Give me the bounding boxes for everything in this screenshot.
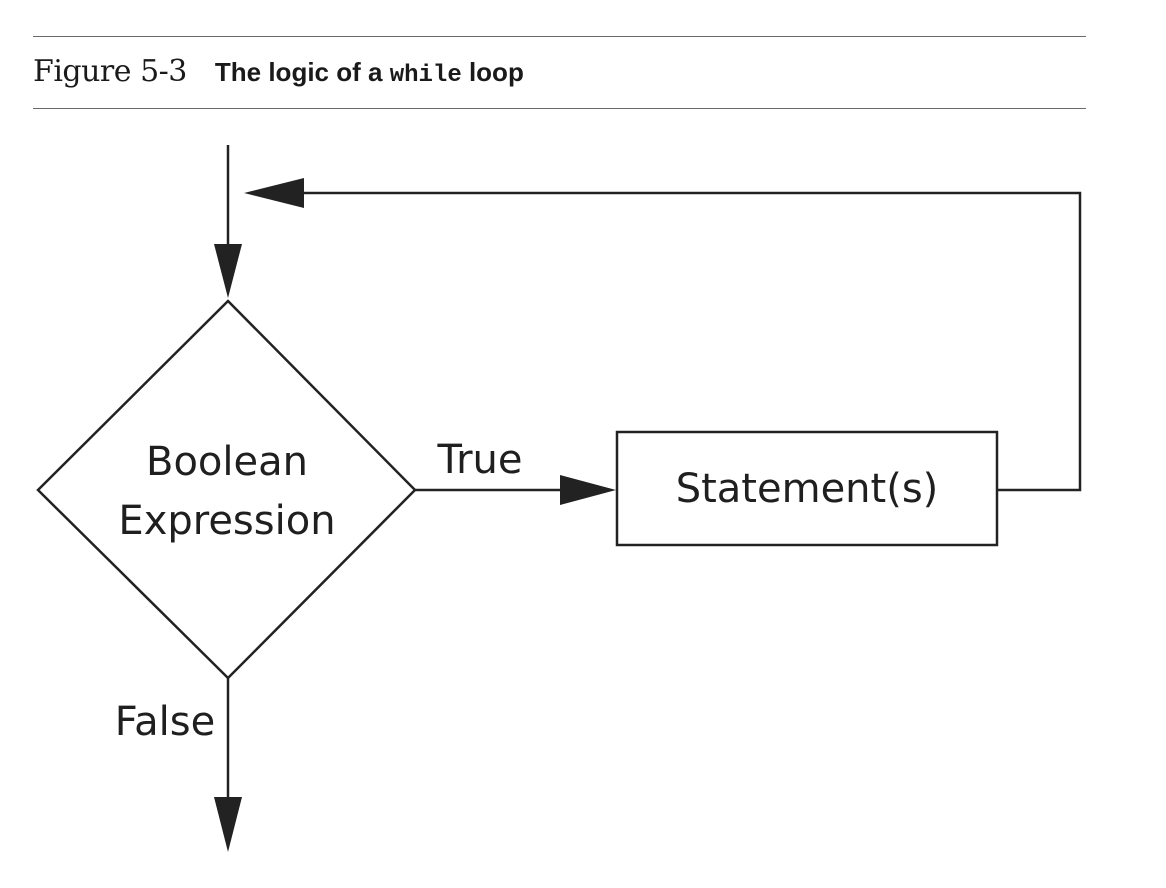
false-label: False — [115, 699, 215, 745]
statement-label: Statement(s) — [676, 466, 939, 512]
figure-number: Figure 5-3 — [33, 54, 187, 89]
statement-box — [615, 430, 999, 547]
entry-arrowhead — [214, 244, 242, 298]
caption-bottom-rule — [33, 108, 1086, 109]
figure-title-code: while — [389, 62, 462, 89]
decision-label-line2: Expression — [118, 498, 335, 544]
decision-diamond — [36, 299, 417, 680]
figure-title-text: The logic of a — [214, 57, 383, 87]
figure-title-text-end: loop — [468, 57, 524, 87]
false-arrowhead — [214, 797, 242, 852]
loop-back-arrowhead — [244, 178, 304, 208]
figure-title: The logic of a while loop — [214, 57, 524, 89]
loop-back-line — [290, 191, 1082, 492]
true-label: True — [437, 437, 523, 483]
true-arrowhead — [560, 475, 616, 505]
decision-label-line1: Boolean — [146, 439, 308, 485]
caption-top-rule — [33, 36, 1086, 37]
figure-caption: Figure 5-3 The logic of a while loop — [33, 54, 524, 94]
